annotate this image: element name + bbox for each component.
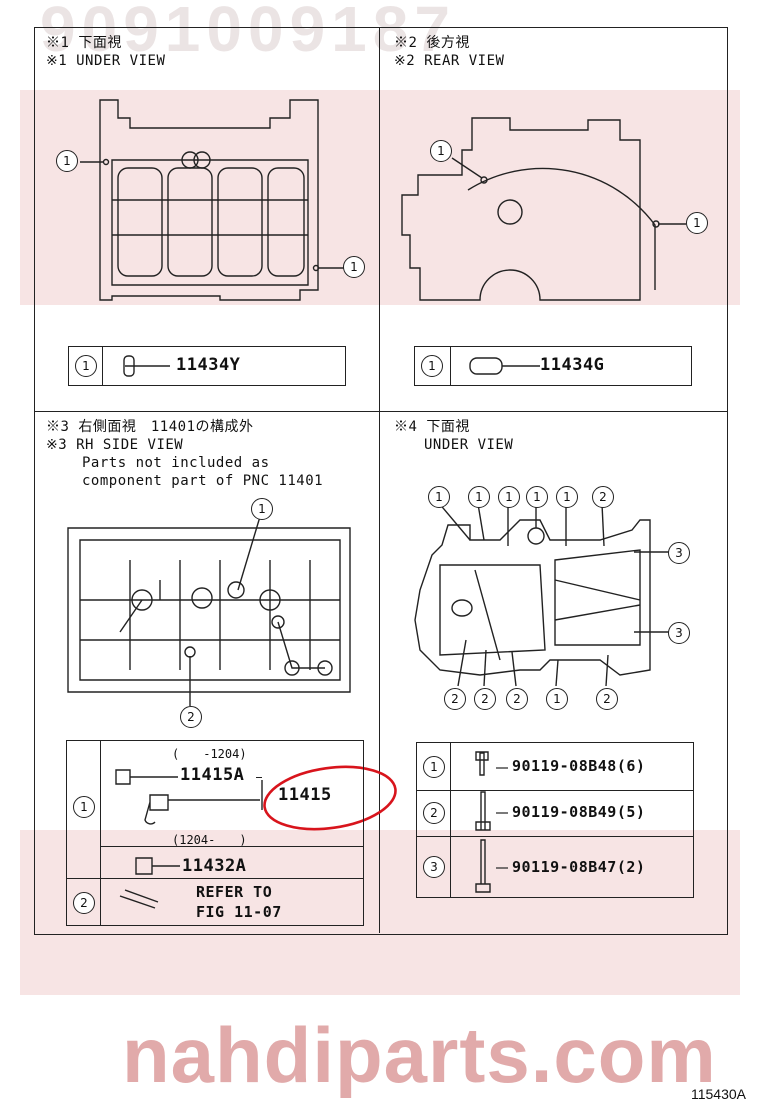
callout-1: 1: [430, 140, 452, 162]
horizontal-divider: [34, 411, 727, 412]
panel4-table-row-divider: [416, 790, 693, 791]
callout-3: 3: [668, 542, 690, 564]
callout-2: 2: [506, 688, 528, 710]
panel4-table-ref-1: 1: [423, 756, 445, 778]
callout-2: 2: [474, 688, 496, 710]
panel4-caption-jp: ※4 下面視: [394, 419, 470, 435]
vertical-divider: [379, 27, 380, 933]
callout-1: 1: [428, 486, 450, 508]
part-number-90119-08B47: 90119-08B47(2): [512, 858, 646, 876]
panel2-caption-en: ※2 REAR VIEW: [394, 53, 505, 69]
dash-connector: [256, 777, 262, 778]
panel4-table-ref-3: 3: [423, 856, 445, 878]
panel3-table-ref-2: 2: [73, 892, 95, 914]
panel3-note-line2: component part of PNC 11401: [82, 473, 324, 489]
panel1-parts-table: [68, 346, 346, 386]
part-number-90119-08B49: 90119-08B49(5): [512, 803, 646, 821]
watermark-number: 9091009187: [40, 0, 456, 65]
callout-1: 1: [468, 486, 490, 508]
panel1-caption-jp: ※1 下面視: [46, 35, 122, 51]
panel2-table-divider: [450, 347, 451, 385]
date-range-before: ( -1204): [172, 747, 247, 761]
part-number-11434Y: 11434Y: [176, 355, 241, 375]
panel3-note-line1: Parts not included as: [82, 455, 270, 471]
panel2-parts-table: [414, 346, 692, 386]
watermark-brand: nahdiparts.com: [122, 1011, 717, 1099]
part-number-11415: 11415: [278, 785, 332, 805]
callout-1: 1: [498, 486, 520, 508]
panel1-caption-en: ※1 UNDER VIEW: [46, 53, 166, 69]
part-number-11434G: 11434G: [540, 355, 605, 375]
panel3-table-ref-1: 1: [73, 796, 95, 818]
callout-1: 1: [686, 212, 708, 234]
panel4-table-ref-2: 2: [423, 802, 445, 824]
panel1-table-divider: [102, 347, 103, 385]
refer-to-line2: FIG 11-07: [196, 903, 282, 921]
panel4-parts-table: [416, 742, 694, 898]
panel1-table-ref: 1: [75, 355, 97, 377]
callout-1: 1: [546, 688, 568, 710]
callout-1: 1: [526, 486, 548, 508]
panel4-table-col-divider: [450, 743, 451, 897]
callout-1: 1: [556, 486, 578, 508]
callout-1: 1: [251, 498, 273, 520]
panel3-caption-jp: ※3 右側面視 11401の構成外: [46, 419, 254, 435]
panel2-table-ref: 1: [421, 355, 443, 377]
figure-code: 115430A: [690, 1086, 746, 1102]
panel3-parts-table: [66, 740, 364, 926]
part-number-90119-08B48: 90119-08B48(6): [512, 757, 646, 775]
callout-1: 1: [56, 150, 78, 172]
panel2-caption-jp: ※2 後方視: [394, 35, 470, 51]
panel3-table-col-divider: [100, 741, 101, 925]
callout-2: 2: [596, 688, 618, 710]
refer-to-line1: REFER TO: [196, 883, 273, 901]
diagram-frame: [34, 27, 728, 935]
panel3-caption-en: ※3 RH SIDE VIEW: [46, 437, 184, 453]
part-number-11432A: 11432A: [182, 856, 247, 876]
callout-3: 3: [668, 622, 690, 644]
callout-2: 2: [444, 688, 466, 710]
date-range-after: (1204- ): [172, 833, 247, 847]
part-number-11415A: 11415A: [180, 765, 245, 785]
panel3-table-row-divider: [66, 878, 363, 879]
panel4-caption-en: UNDER VIEW: [424, 437, 514, 453]
panel3-table-sub-divider: [100, 846, 363, 847]
callout-2: 2: [592, 486, 614, 508]
panel4-table-row-divider: [416, 836, 693, 837]
callout-1: 1: [343, 256, 365, 278]
callout-2: 2: [180, 706, 202, 728]
